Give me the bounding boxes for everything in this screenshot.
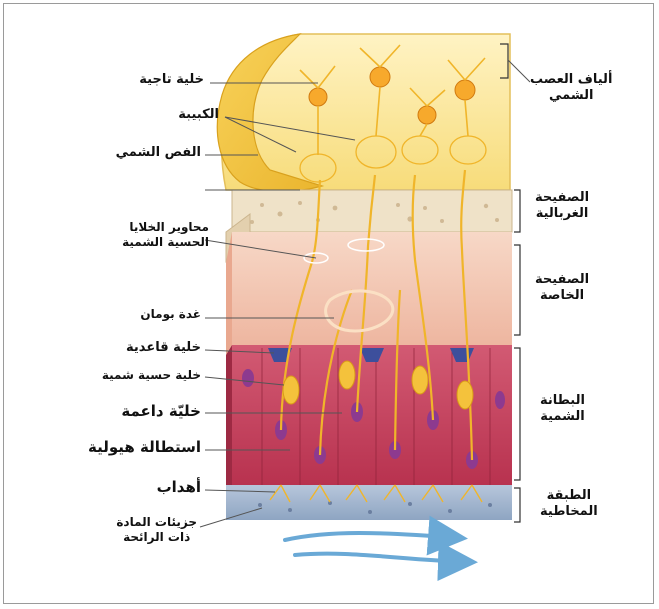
label-odor-line2: ذات الرائحة — [116, 530, 197, 545]
label-odor-line1: جزيئات المادة — [116, 515, 197, 530]
label-bowman-gland: غدة بومان — [140, 307, 201, 322]
label-mitral-cell: خلية تاجية — [139, 72, 204, 88]
label-epithelium-line2: الشمية — [540, 409, 585, 425]
label-axons-line2: الحسية الشمية — [122, 235, 209, 250]
label-cribriform-line2: الغربالية — [535, 206, 589, 222]
mucus-layer — [226, 485, 512, 520]
label-axons-line1: محاوير الخلايا — [122, 220, 209, 235]
label-olfactory-epithelium: البطانة الشمية — [540, 393, 585, 426]
label-basal-cell: خلية قاعدية — [126, 340, 201, 356]
label-receptor-cell: خلية حسية شمية — [102, 368, 201, 383]
label-lamina-propria: الصفيحة الخاصة — [535, 272, 589, 305]
label-cribriform-line1: الصفيحة — [535, 190, 589, 206]
label-nerve-fibers-line2: الشمي — [530, 88, 612, 104]
label-microvilli: استطالة هيولية — [88, 438, 201, 457]
label-nerve-fibers-line1: ألياف العصب — [530, 72, 612, 88]
label-cilia: أهداب — [157, 478, 201, 497]
label-axons: محاوير الخلايا الحسية الشمية — [122, 220, 209, 250]
label-odor-molecules: جزيئات المادة ذات الرائحة — [116, 515, 197, 545]
airflow-arrows — [285, 533, 470, 562]
label-glomerulus: الكبيبة — [178, 107, 219, 123]
epithelium-side — [226, 345, 232, 492]
right-leader-lines — [508, 60, 530, 82]
label-epithelium-line1: البطانة — [540, 393, 585, 409]
label-supporting-cell: خليّة داعمة — [121, 402, 201, 421]
label-olfactory-lobe: الفص الشمي — [116, 145, 201, 161]
label-nerve-fibers: ألياف العصب الشمي — [530, 72, 612, 105]
label-cribriform-plate: الصفيحة الغربالية — [535, 190, 589, 223]
label-lamina-line1: الصفيحة — [535, 272, 589, 288]
label-mucosa-line2: المخاطية — [540, 504, 598, 520]
label-lamina-line2: الخاصة — [535, 288, 589, 304]
label-mucosa: الطبقة المخاطية — [540, 488, 598, 521]
label-mucosa-line1: الطبقة — [540, 488, 598, 504]
